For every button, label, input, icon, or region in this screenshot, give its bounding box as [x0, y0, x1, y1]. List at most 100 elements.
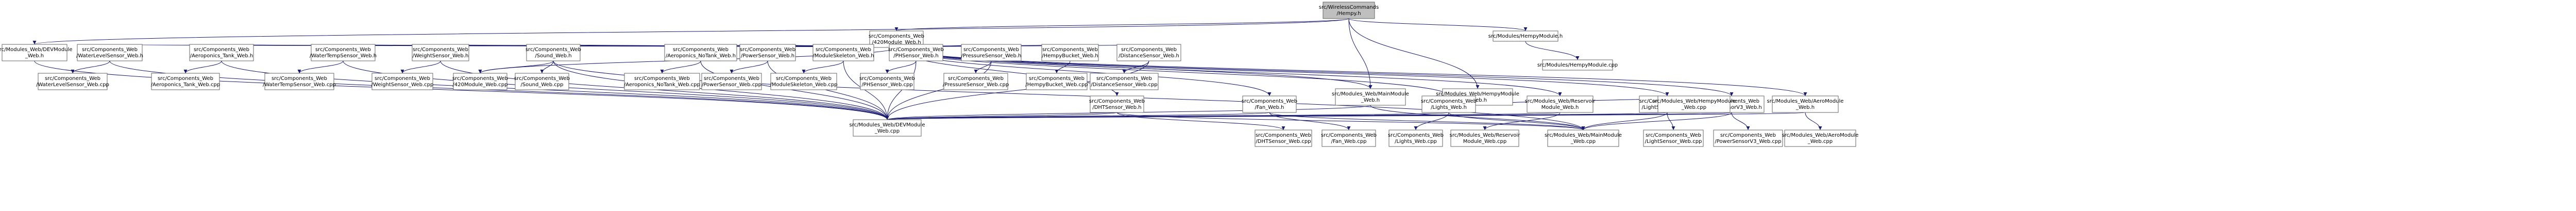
node-pressure[interactable]: src/Components_Web/PressureSensor_Web.h	[961, 44, 1022, 61]
node-lights[interactable]: src/Components_Web/Lights_Web.h	[1421, 95, 1477, 113]
node-fan_cpp[interactable]: src/Components_Web/Fan_Web.cpp	[1321, 129, 1377, 147]
node-skeleton_cpp[interactable]: src/Components_Web/ModuleSkeleton_Web.cp…	[770, 73, 838, 90]
node-label: /Aeroponics_Tank_Web.h	[190, 53, 253, 59]
node-box	[701, 73, 762, 90]
node-box	[412, 44, 469, 61]
node-box	[770, 73, 837, 90]
node-mainmod[interactable]: src/Modules_Web/MainModule_Web.h	[1332, 88, 1409, 106]
node-box	[943, 73, 1008, 90]
node-sound_cpp[interactable]: src/Components_Web/Sound_Web.cpp	[514, 73, 570, 90]
node-label: src/Components_Web	[740, 47, 795, 53]
node-aeromod[interactable]: src/Modules_Web/AeroModule_Web.h	[1767, 95, 1844, 113]
node-ph[interactable]: src/Components_Web/PHSensor_Web.h	[888, 44, 944, 61]
node-box	[664, 44, 737, 61]
edge-sound-to-devmod_cpp	[553, 60, 889, 120]
node-label: src/Modules_Web/HempyModule	[1652, 99, 1736, 104]
node-box	[38, 73, 108, 90]
node-box	[1421, 95, 1476, 113]
node-devmod[interactable]: src/Modules_Web/DEVModule_Web.h	[0, 44, 72, 61]
edge-root-to-i2c	[895, 18, 1349, 31]
edge-aeromod-to-aeromod_cpp	[1805, 112, 1822, 131]
node-lights_cpp[interactable]: src/Components_Web/Lights_Web.cpp	[1388, 129, 1444, 147]
node-box	[1116, 44, 1181, 61]
node-box	[1450, 129, 1519, 147]
node-label: src/Components_Web	[1646, 133, 1701, 138]
node-weight[interactable]: src/Components_Web/WeightSensor_Web.h	[412, 44, 469, 61]
node-label: /PHSensor_Web.cpp	[861, 82, 912, 88]
node-aero_tank_cpp[interactable]: src/Components_Web/Aeroponics_Tank_Web.c…	[151, 73, 220, 90]
edge-root-to-devmod	[33, 18, 1349, 45]
node-label: src/Components_Web	[1256, 133, 1311, 138]
node-sound[interactable]: src/Components_Web/Sound_Web.h	[526, 44, 581, 61]
node-box	[961, 44, 1022, 61]
edge-pressure-to-pressure_cpp	[974, 60, 992, 74]
node-label: /WaterLevelSensor_Web.h	[76, 53, 143, 59]
node-hempymod[interactable]: src/Modules/HempyModule.h	[1488, 30, 1563, 42]
node-distance_cpp[interactable]: src/Components_Web/DistanceSensor_Web.cp…	[1090, 73, 1159, 90]
node-label: /WeightSensor_Web.h	[413, 53, 469, 59]
edge-i2c-to-powerv3	[896, 47, 1734, 96]
edge-distance-to-devmod_cpp	[885, 60, 1149, 120]
node-box	[1713, 129, 1783, 147]
node-aero_notank_cpp[interactable]: src/Components_Web/Aeroponics_NoTank_Web…	[624, 73, 700, 90]
node-dht[interactable]: src/Components_Web/DHTSensor_Web.h	[1089, 95, 1145, 113]
node-box	[739, 44, 796, 61]
node-label: Module_Web.cpp	[1463, 139, 1507, 144]
node-mainmod_cpp[interactable]: src/Modules_Web/MainModule_Web.cpp	[1545, 129, 1622, 147]
node-box	[853, 119, 922, 137]
edge-pressure-to-devmod_cpp	[885, 60, 992, 120]
node-waterlevel[interactable]: src/Components_Web/WaterLevelSensor_Web.…	[76, 44, 143, 61]
node-label: src/Components_Web	[82, 47, 138, 53]
node-label: src/Components_Web	[1242, 99, 1297, 104]
edge-aero_notank-to-aero_notank_cpp	[660, 60, 701, 74]
node-bucket[interactable]: src/Components_Web/HempyBucket_Web.h	[1041, 44, 1099, 61]
node-dht_cpp[interactable]: src/Components_Web/DHTSensor_Web.cpp	[1255, 129, 1312, 147]
node-box	[1542, 59, 1613, 71]
node-box	[812, 44, 874, 61]
node-power[interactable]: src/Components_Web/PowerSensor_Web.h	[739, 44, 796, 61]
node-label: /PHSensor_Web.h	[893, 53, 939, 59]
node-aero_tank[interactable]: src/Components_Web/Aeroponics_Tank_Web.h	[189, 44, 254, 61]
node-distance[interactable]: src/Components_Web/DistanceSensor_Web.h	[1116, 44, 1181, 61]
edge-bucket-to-bucket_cpp	[1055, 60, 1071, 74]
node-lightsensor_cpp[interactable]: src/Components_Web/LightSensor_Web.cpp	[1643, 129, 1704, 147]
node-waterlevel_cpp[interactable]: src/Components_Web/WaterLevelSensor_Web.…	[36, 73, 109, 90]
node-label: /HempyBucket_Web.cpp	[1025, 82, 1088, 88]
node-label: src/Modules_Web/DEVModule	[0, 47, 72, 53]
node-label: Module_Web.h	[1541, 105, 1579, 110]
edge-sound-to-mainmod_cpp	[553, 60, 1585, 131]
node-label: src/Components_Web	[888, 47, 944, 53]
edge-skeleton-to-skeleton_cpp	[802, 60, 844, 74]
node-label: src/Components_Web	[869, 34, 924, 39]
node-hempymod_cpp[interactable]: src/Modules/HempyModule.cpp	[1537, 59, 1618, 71]
node-label: src/Components_Web	[634, 76, 690, 82]
node-label: src/Components_Web	[1089, 99, 1145, 104]
node-pressure_cpp[interactable]: src/Components_Web/PressureSensor_Web.cp…	[943, 73, 1009, 90]
node-hempymod_web_cpp[interactable]: src/Modules_Web/HempyModule_Web.cpp	[1652, 95, 1736, 113]
node-skeleton[interactable]: src/Components_Web/ModuleSkeleton_Web.h	[812, 44, 874, 61]
edge-aero_tank-to-aero_tank_cpp	[183, 60, 222, 74]
node-i2c_cpp[interactable]: src/Components_Web/420Module_Web.cpp	[452, 73, 508, 90]
node-power_cpp[interactable]: src/Components_Web/PowerSensor_Web.cpp	[701, 73, 762, 90]
node-bucket_cpp[interactable]: src/Components_Web/HempyBucket_Web.cpp	[1025, 73, 1088, 90]
node-label: src/Modules/HempyModule.cpp	[1537, 62, 1618, 68]
edge-fan-to-mainmod_cpp	[1269, 112, 1585, 131]
node-watertemp[interactable]: src/Components_Web/WaterTempSensor_Web.h	[310, 44, 377, 61]
node-root[interactable]: src/WirelessCommands/Hempy.h	[1319, 2, 1379, 19]
edge-weight-to-devmod_cpp	[440, 60, 889, 120]
node-fan[interactable]: src/Components_Web/Fan_Web.h	[1242, 95, 1297, 113]
node-aero_notank[interactable]: src/Components_Web/Aeroponics_NoTank_Web…	[664, 44, 737, 61]
node-label: /WaterTempSensor_Web.h	[310, 53, 377, 59]
node-label: _Web.cpp	[874, 128, 900, 134]
node-powerv3_cpp[interactable]: src/Components_Web/PowerSensorV3_Web.cpp	[1713, 129, 1783, 147]
node-watertemp_cpp[interactable]: src/Components_Web/WaterTempSensor_Web.c…	[263, 73, 336, 90]
node-label: /Fan_Web.h	[1255, 105, 1284, 110]
node-aeromod_cpp[interactable]: src/Modules_Web/AeroModule_Web.cpp	[1782, 129, 1859, 147]
node-devmod_cpp[interactable]: src/Modules_Web/DEVModule_Web.cpp	[850, 119, 925, 137]
node-weight_cpp[interactable]: src/Components_Web/WeightSensor_Web.cpp	[371, 73, 434, 90]
node-ph_cpp[interactable]: src/Components_Web/PHSensor_Web.cpp	[859, 73, 915, 90]
node-label: src/Modules_Web/AeroModule	[1767, 99, 1844, 104]
node-label: /HempyBucket_Web.h	[1042, 53, 1098, 59]
